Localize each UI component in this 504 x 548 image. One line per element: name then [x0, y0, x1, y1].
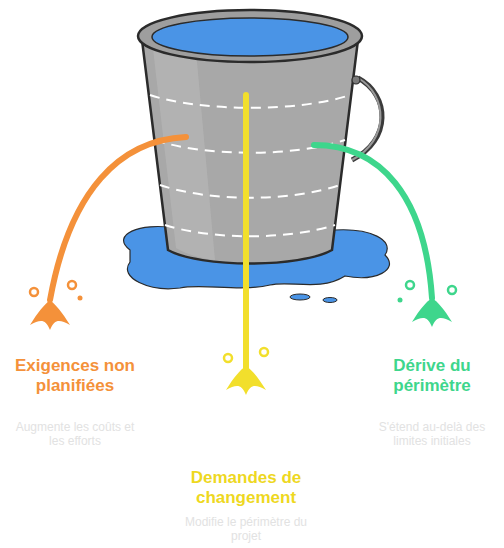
leak-drop: [398, 298, 403, 303]
leak-drop: [68, 281, 76, 289]
heading-label: Demandes de changement: [179, 468, 314, 509]
bucket-rim: [138, 10, 362, 62]
leak-splash: [226, 366, 266, 395]
leak-drop: [78, 296, 83, 301]
leak-drop: [224, 354, 232, 362]
bucket-band: [160, 185, 340, 198]
leak-drop: [30, 288, 38, 296]
description-label: Augmente les coûts et les efforts: [14, 420, 136, 449]
water-drop: [323, 298, 337, 303]
bucket-water: [152, 18, 348, 56]
leak-drop: [448, 286, 456, 294]
heading-label: Dérive du périmètre: [375, 356, 490, 397]
description-label: S'étend au-delà des limites initiales: [370, 420, 494, 449]
water-drop: [290, 294, 310, 300]
leak-stream: [314, 145, 432, 298]
heading-label: Exigences non planifiées: [5, 356, 145, 397]
leak-splash: [30, 300, 70, 330]
leak-stream: [50, 137, 186, 300]
bucket-band: [165, 225, 335, 236]
handle-ear: [352, 76, 360, 84]
leak-stream: [243, 95, 249, 368]
bucket-handle: [352, 78, 381, 160]
leak-drop: [406, 281, 414, 289]
description-label: Modifie le périmètre du projet: [183, 515, 309, 544]
leak-drop: [260, 348, 268, 356]
bucket-body: [142, 40, 358, 264]
leak-splash: [412, 298, 452, 327]
bucket-handle: [352, 78, 382, 160]
bucket-band: [150, 95, 350, 108]
